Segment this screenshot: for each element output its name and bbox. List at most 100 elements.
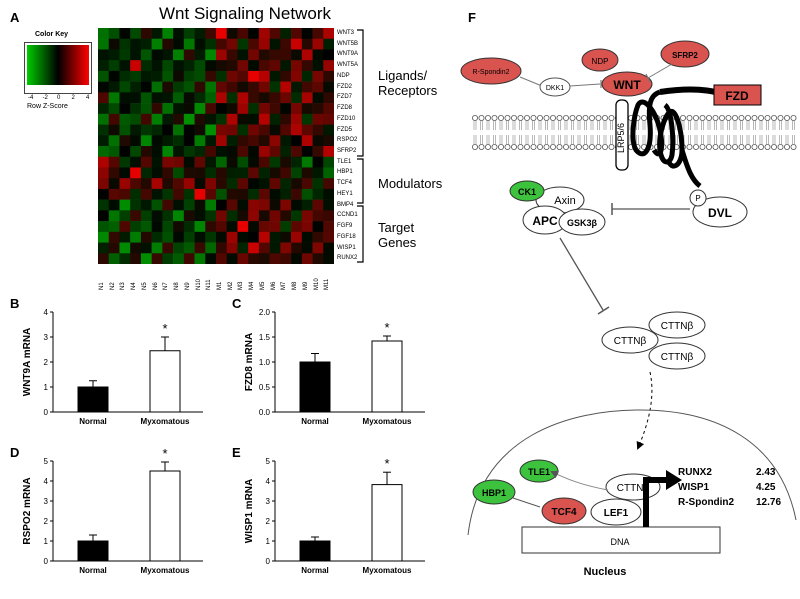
y-tick-label: 0 <box>44 408 49 417</box>
heatmap-cell <box>248 70 260 82</box>
heatmap-cell <box>280 38 292 50</box>
nuclear-translocation-arrow <box>636 371 653 450</box>
heatmap-cell <box>258 221 270 233</box>
lipid-head <box>731 115 738 122</box>
heatmap-cell <box>98 253 110 264</box>
heatmap-cell <box>98 103 110 115</box>
heatmap-cell <box>291 221 303 233</box>
heatmap-cell <box>280 242 292 254</box>
lipid-head <box>524 143 531 150</box>
lipid-head <box>478 115 485 122</box>
heatmap-cell <box>312 210 324 222</box>
heatmap-cell <box>108 231 120 243</box>
bracket-target-genes <box>357 205 364 263</box>
group-label-target-genes: Target Genes <box>378 220 416 250</box>
heatmap-cell <box>301 199 313 211</box>
heatmap-cell <box>237 253 249 264</box>
heatmap-cell <box>323 103 334 115</box>
heatmap-cell <box>312 146 324 158</box>
group-label-target-line1: Target <box>378 220 415 235</box>
heatmap-cell <box>248 81 260 93</box>
heatmap-cell <box>269 253 281 264</box>
bar-myxomatous <box>149 470 181 562</box>
heatmap-cell <box>312 124 324 136</box>
group-label-ligands: Ligands/ Receptors <box>378 68 437 98</box>
lipid-head <box>790 115 797 122</box>
heatmap-cell <box>119 231 131 243</box>
panel-letter-b: B <box>10 296 20 311</box>
heatmap-cell <box>258 92 270 104</box>
bar-normal <box>77 386 109 413</box>
heatmap-sample-label: N10 <box>195 278 202 290</box>
heatmap-cell <box>194 253 206 264</box>
heatmap-cell <box>237 38 249 50</box>
lipid-head <box>608 143 615 150</box>
heatmap-cell <box>312 199 324 211</box>
heatmap-cell <box>162 113 174 125</box>
heatmap-cell <box>301 70 313 82</box>
heatmap-cell <box>119 92 131 104</box>
heatmap-cell <box>248 49 260 61</box>
heatmap-cell <box>130 188 142 200</box>
heatmap-cell <box>291 135 303 147</box>
heatmap-cell <box>226 178 238 190</box>
heatmap-cell <box>98 70 110 82</box>
y-axis-label: FZD8 mRNA <box>244 333 255 391</box>
target-gene-fold-change: 2.43 <box>756 467 776 478</box>
heatmap-cell <box>280 124 292 136</box>
heatmap-cell <box>216 38 228 50</box>
category-label: Myxomatous <box>363 417 412 426</box>
heatmap-cell <box>248 38 260 50</box>
heatmap-cell <box>108 38 120 50</box>
heatmap-cell <box>194 113 206 125</box>
heatmap-cell <box>301 38 313 50</box>
heatmap-cell <box>280 60 292 72</box>
heatmap-cell <box>216 178 228 190</box>
dvl-label: DVL <box>708 206 732 220</box>
heatmap-cell <box>98 124 110 136</box>
heatmap-gene-label: WNT3 <box>337 30 354 36</box>
y-tick-label: 4 <box>44 477 49 486</box>
heatmap-cell <box>323 146 334 158</box>
heatmap-cell <box>269 210 281 222</box>
heatmap-cell <box>323 70 334 82</box>
heatmap-cell <box>130 92 142 104</box>
heatmap-cell <box>119 146 131 158</box>
dkk1-inhibition-line <box>569 83 601 87</box>
heatmap-cell <box>248 28 260 40</box>
lipid-head <box>556 143 563 150</box>
heatmap-cell <box>162 92 174 104</box>
heatmap-cell <box>162 135 174 147</box>
bar-myxomatous <box>371 484 403 562</box>
heatmap-cell <box>173 146 185 158</box>
heatmap-cell <box>98 156 110 168</box>
heatmap-cell <box>140 113 152 125</box>
ndp-ligand <box>581 48 619 72</box>
heatmap-cell <box>183 156 195 168</box>
heatmap-cell <box>183 28 195 40</box>
heatmap-cell <box>140 103 152 115</box>
lipid-head <box>550 115 557 122</box>
heatmap-cell <box>151 188 163 200</box>
heatmap-cell <box>237 167 249 179</box>
heatmap-cell <box>162 38 174 50</box>
y-tick-label: 3 <box>266 497 271 506</box>
heatmap-cell <box>119 81 131 93</box>
heatmap-cell <box>269 156 281 168</box>
heatmap-cell <box>269 113 281 125</box>
heatmap-cell <box>280 167 292 179</box>
lipid-head <box>764 115 771 122</box>
heatmap-cell <box>248 199 260 211</box>
heatmap-cell <box>280 231 292 243</box>
lipid-head <box>705 143 712 150</box>
heatmap-cell <box>301 113 313 125</box>
heatmap-cell <box>291 28 303 40</box>
heatmap-gene-label: TLE1 <box>337 158 352 165</box>
heatmap-cell <box>280 253 292 264</box>
heatmap-cell <box>173 38 185 50</box>
heatmap-cell <box>162 156 174 168</box>
lipid-head <box>718 115 725 122</box>
heatmap-gene-label: WNT5A <box>337 62 358 69</box>
